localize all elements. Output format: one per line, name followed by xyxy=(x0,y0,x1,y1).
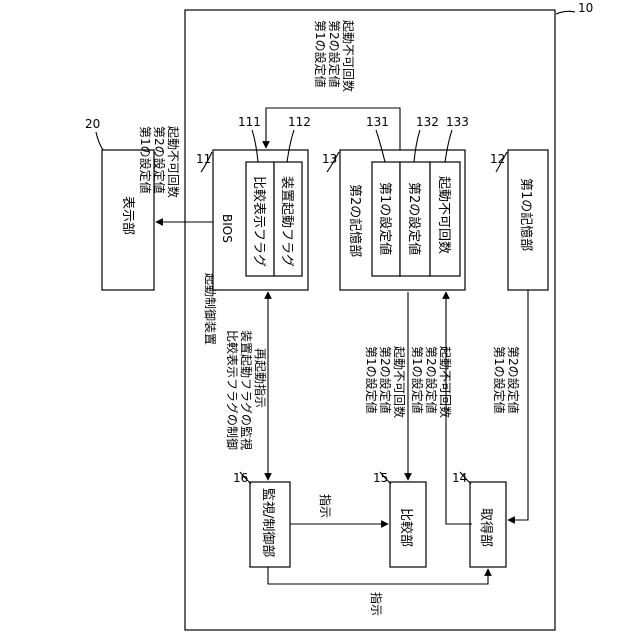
annotation-line: 比較表示フラグの制御 xyxy=(225,330,240,450)
cell3-ref: 133 xyxy=(446,115,469,129)
annotation-line: 装置起動フラグの監視 xyxy=(239,330,254,450)
annotation-line: 第1の設定値 xyxy=(410,346,425,414)
annotation-line: 起動不可回数 xyxy=(392,346,407,418)
flag-boot-label: 装置起動フラグ xyxy=(279,176,294,267)
annotation-line: 第2の設定値 xyxy=(378,346,393,414)
annotation-line: 第1の設定値 xyxy=(138,126,153,194)
bios-ref: 11 xyxy=(196,152,211,166)
annotation-storage2-compare: 第1の設定値 第2の設定値 起動不可回数 xyxy=(364,346,407,418)
annotation-line: 第2の設定値 xyxy=(327,20,342,88)
cell-setting2-label: 第2の設定値 xyxy=(406,182,422,255)
flag-boot-ref: 112 xyxy=(288,115,311,129)
flag-compare-label: 比較表示フラグ xyxy=(251,176,266,267)
annotation-line: 再起動指示 xyxy=(253,348,268,408)
display-ref-leader xyxy=(96,132,103,150)
storage2-label: 第2の記憶部 xyxy=(347,184,363,257)
annotation-line: 起動不可回数 xyxy=(438,346,453,418)
apparatus-ref: 10 xyxy=(578,1,593,15)
bios-label: BIOS xyxy=(220,214,234,243)
annotation-line: 第2の設定値 xyxy=(506,346,521,414)
apparatus-ref-leader xyxy=(556,11,575,14)
display-label: 表示部 xyxy=(120,196,135,235)
annotation-monitor-compare: 指示 xyxy=(318,494,333,518)
annotation-monitor-acquire: 指示 xyxy=(369,592,384,616)
annotation-to-display: 第1の設定値 第2の設定値 起動不可回数 xyxy=(138,126,181,198)
flag-compare-ref: 111 xyxy=(238,115,261,129)
annotation-acquire-storage1: 第1の設定値 第2の設定値 xyxy=(492,346,521,414)
cell2-ref: 132 xyxy=(416,115,439,129)
display-ref: 20 xyxy=(85,117,100,131)
cell-failcount-label: 起動不可回数 xyxy=(436,176,451,254)
storage2-ref: 13 xyxy=(322,152,337,166)
compare-label: 比較部 xyxy=(398,508,413,547)
annotation-line: 起動不可回数 xyxy=(166,126,181,198)
storage1-ref: 12 xyxy=(490,152,505,166)
acquire-ref: 14 xyxy=(452,471,467,485)
acquire-label: 取得部 xyxy=(478,508,494,547)
annotation-line: 第1の設定値 xyxy=(364,346,379,414)
compare-ref: 15 xyxy=(373,471,388,485)
annotation-line: 第2の設定値 xyxy=(152,126,167,194)
annotation-line: 起動不可回数 xyxy=(341,20,356,92)
annotation-line: 第1の設定値 xyxy=(313,20,328,88)
monitor-ref: 16 xyxy=(233,471,248,485)
monitor-label: 監視/制御部 xyxy=(260,488,276,557)
cell-setting1-label: 第1の設定値 xyxy=(377,182,393,255)
annotation-line: 第1の設定値 xyxy=(492,346,507,414)
annotation-acquire-storage2: 第1の設定値 第2の設定値 起動不可回数 xyxy=(410,346,453,418)
storage1-label: 第1の記憶部 xyxy=(518,178,534,251)
annotation-to-bios-top: 第1の設定値 第2の設定値 起動不可回数 xyxy=(313,20,356,92)
annotation-line: 第2の設定値 xyxy=(424,346,439,414)
cell1-ref: 131 xyxy=(366,115,389,129)
